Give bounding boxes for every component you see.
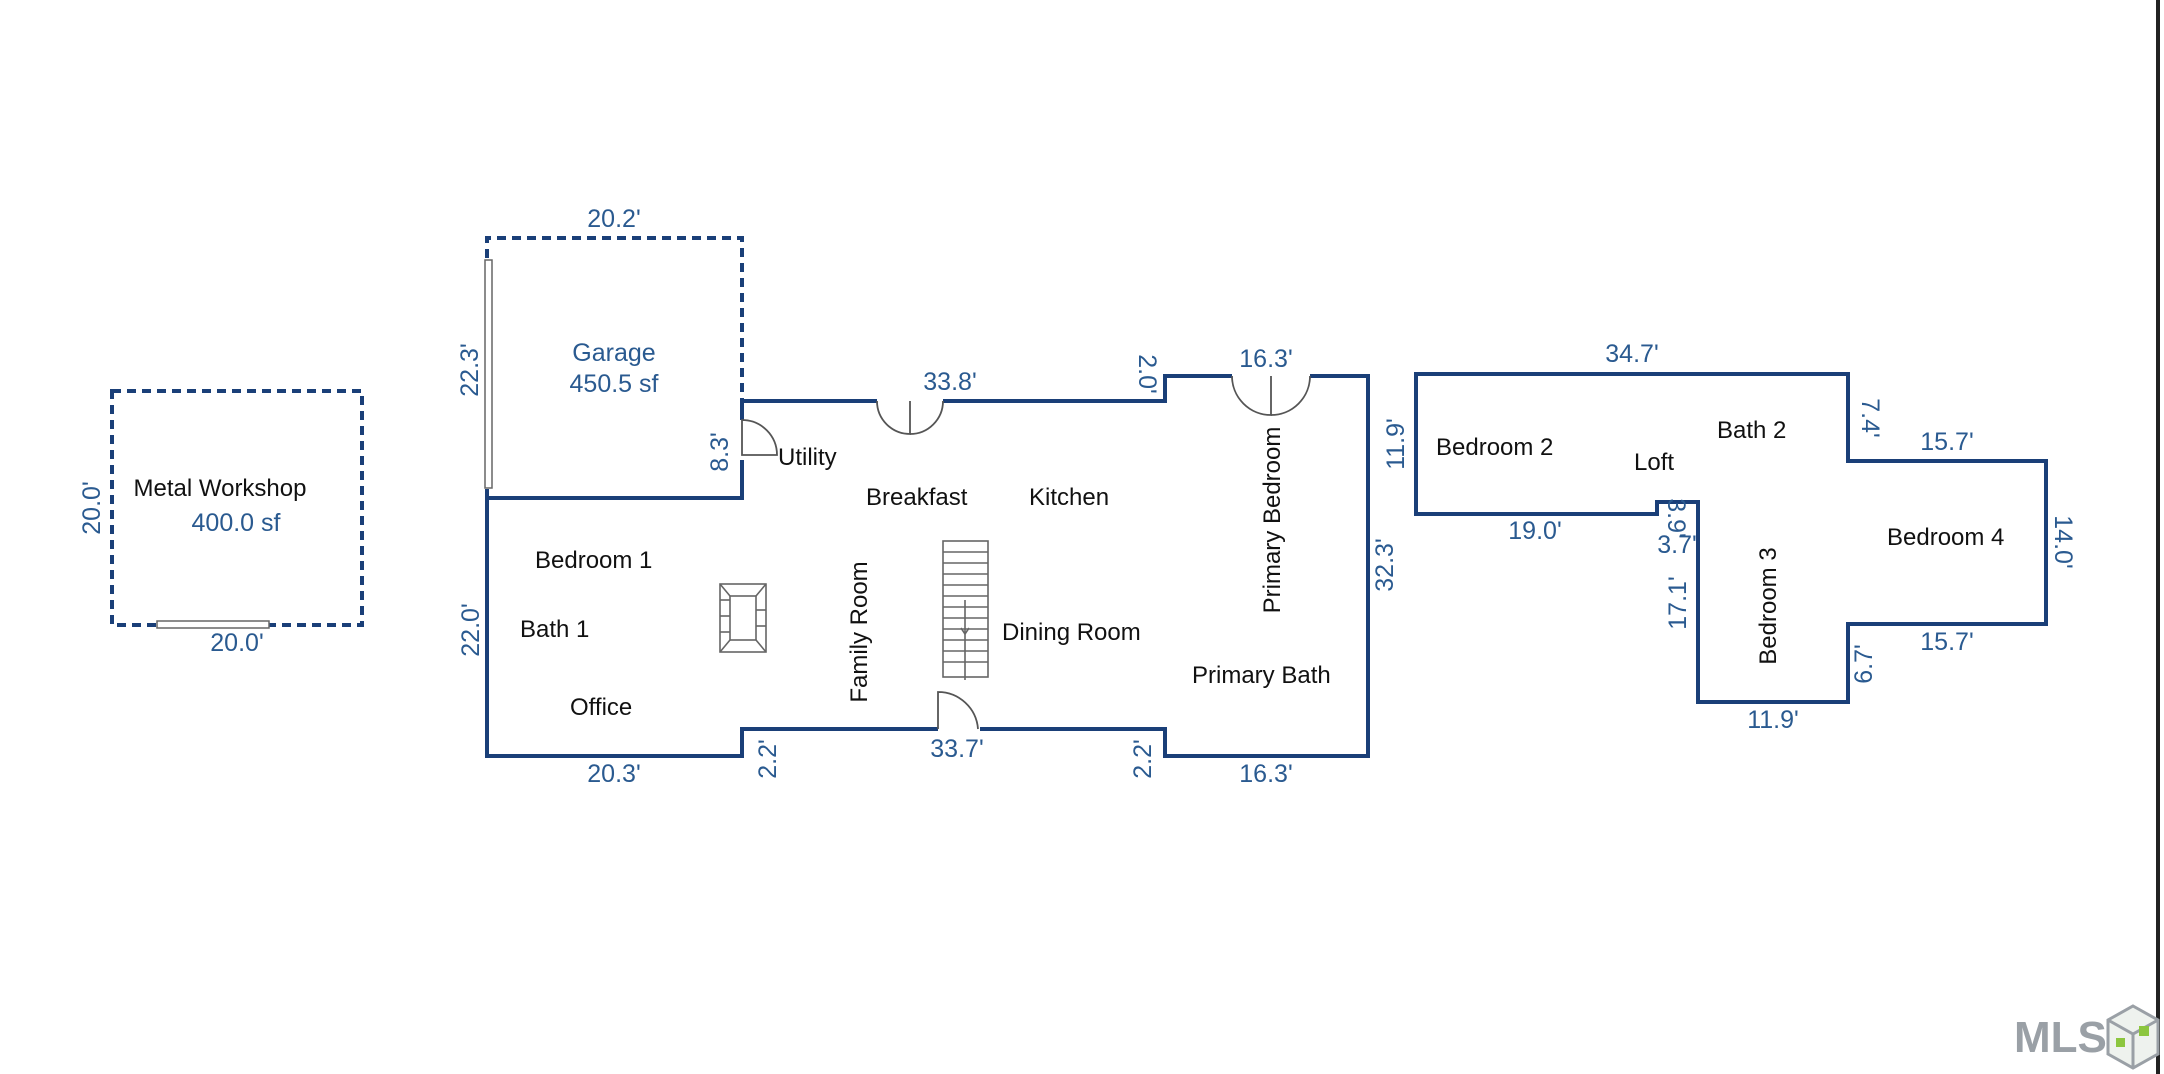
dim-bottom-mid: 33.7' [930, 735, 983, 763]
upper-outline [1414, 372, 2048, 704]
door-top-right-b [1270, 375, 1311, 416]
room-loft: Loft [1634, 449, 1674, 476]
room-kitchen: Kitchen [1029, 484, 1109, 511]
dim-top-right: 16.3' [1239, 345, 1292, 373]
dim-step-br: 2.2' [1129, 739, 1157, 779]
garage-label: Garage [572, 339, 655, 367]
upper-floor: Bedroom 2 Loft Bath 2 Bedroom 3 Bedroom … [1382, 340, 2077, 734]
utility-door [741, 419, 778, 456]
mls-logo-text: MLS [2014, 1013, 2107, 1062]
dim-upper-left: 11.9' [1382, 418, 1410, 470]
room-primary-bath: Primary Bath [1192, 662, 1331, 689]
dim-bedroom4-bottom: 15.7' [1920, 628, 1973, 656]
garage-outline [485, 236, 744, 498]
fireplace-icon [719, 583, 767, 653]
door-top-right-a [1231, 375, 1272, 416]
dim-bedroom3-left: 17.1' [1664, 576, 1692, 629]
dim-upper-step-6-7: 6.7' [1850, 644, 1878, 684]
main-wall-top-mid [943, 374, 1232, 403]
room-bath1: Bath 1 [520, 616, 589, 643]
room-bedroom2: Bedroom 2 [1436, 434, 1553, 461]
dim-step-bl: 2.2' [754, 739, 782, 779]
workshop-door [156, 620, 270, 629]
dim-bedroom4-right: 14.0' [2049, 515, 2077, 568]
main-wall-left-bottom [485, 460, 938, 758]
room-primary-bedroom: Primary Bedroom [1259, 427, 1286, 614]
dim-left: 22.0' [457, 603, 485, 656]
room-utility: Utility [778, 444, 837, 471]
workshop-dim-bottom: 20.0' [210, 629, 263, 657]
dim-upper-bottom-left: 19.0' [1508, 517, 1561, 545]
dim-bedroom3-bottom: 11.9' [1747, 706, 1799, 734]
room-bedroom1: Bedroom 1 [535, 547, 652, 574]
dim-bedroom4-top: 15.7' [1920, 428, 1973, 456]
room-bedroom3: Bedroom 3 [1755, 547, 1782, 664]
room-family-room: Family Room [846, 561, 873, 702]
garage-dim-top: 20.2' [587, 205, 640, 233]
garage-dim-left: 22.3' [456, 343, 484, 396]
main-floor: Utility Breakfast Kitchen Primary Bedroo… [457, 345, 1399, 788]
dim-step-top: 2.0' [1133, 354, 1161, 394]
room-bath2: Bath 2 [1717, 417, 1786, 444]
dim-upper-step-3-7: 3.7' [1657, 531, 1697, 559]
dim-upper-step-3-9: 3.9' [1662, 498, 1690, 538]
metal-workshop: Metal Workshop 400.0 sf 20.0' 20.0' [78, 389, 364, 657]
garage: Garage 450.5 sf 20.2' 22.3' [456, 205, 744, 498]
workshop-outline [110, 389, 364, 627]
door-top-left-b [909, 400, 944, 435]
dim-bottom-left: 20.3' [587, 760, 640, 788]
main-wall-right-bottom [980, 374, 1370, 758]
room-office: Office [570, 694, 632, 721]
room-dining-room: Dining Room [1002, 619, 1141, 646]
dim-utility-h: 8.3' [706, 432, 734, 472]
stairs-icon [942, 540, 989, 680]
door-top-left-a [876, 400, 911, 435]
garage-area: 450.5 sf [570, 370, 659, 398]
dim-right: 32.3' [1371, 538, 1399, 591]
dim-bottom-right: 16.3' [1239, 760, 1292, 788]
workshop-area: 400.0 sf [192, 509, 281, 537]
dim-top-mid: 33.8' [923, 368, 976, 396]
garage-door [484, 259, 493, 489]
dim-upper-top: 34.7' [1605, 340, 1658, 368]
bottom-door [937, 691, 979, 730]
room-breakfast: Breakfast [866, 484, 968, 511]
workshop-label: Metal Workshop [134, 475, 307, 502]
room-bedroom4: Bedroom 4 [1887, 524, 2004, 551]
workshop-dim-left: 20.0' [78, 481, 106, 534]
cube-icon [2106, 1004, 2160, 1070]
dim-upper-step-7-4: 7.4' [1856, 398, 1884, 438]
mls-logo: MLS [2014, 1004, 2160, 1070]
